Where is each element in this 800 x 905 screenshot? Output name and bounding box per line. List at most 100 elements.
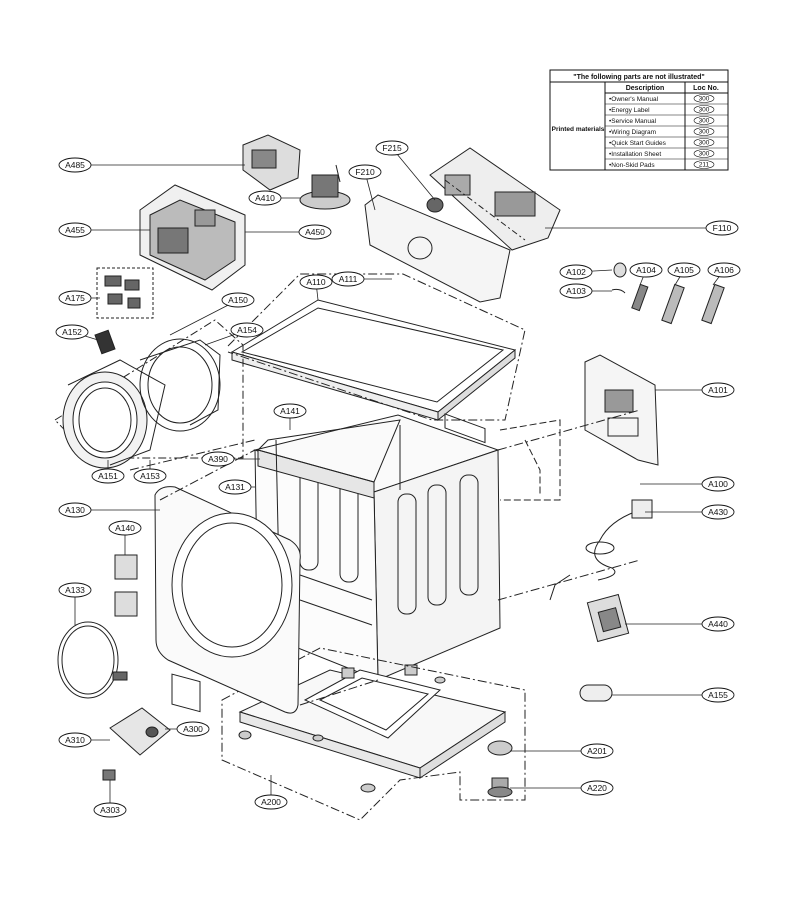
group-label: Printed materials bbox=[552, 126, 605, 133]
callout-a111: A111 bbox=[331, 271, 392, 287]
table-cell-loc: 211 bbox=[699, 162, 710, 169]
callout-a133: A133 bbox=[58, 582, 92, 625]
callout-label: A154 bbox=[237, 325, 257, 335]
callout-bubble bbox=[230, 322, 264, 338]
door-assembly bbox=[54, 319, 244, 469]
callout-bubble bbox=[375, 140, 409, 156]
callout-label: A485 bbox=[65, 160, 85, 170]
callout-a152: A152 bbox=[55, 324, 99, 341]
callout-label: A151 bbox=[98, 471, 118, 481]
callout-a303: A303 bbox=[93, 780, 127, 818]
loc-bubble bbox=[693, 127, 715, 136]
callout-a455: A455 bbox=[58, 222, 150, 238]
callout-label: A410 bbox=[255, 193, 275, 203]
front-panel bbox=[154, 486, 301, 714]
callout-a155: A155 bbox=[612, 687, 735, 703]
callout-leader-line bbox=[169, 299, 239, 336]
callout-a310: A310 bbox=[58, 732, 110, 748]
table-cell-loc: 300 bbox=[699, 151, 710, 158]
callout-bubble bbox=[707, 262, 741, 278]
column-header-loc: Loc No. bbox=[693, 85, 719, 92]
table-row: •Owner's Manual 300 bbox=[605, 94, 728, 105]
callout-bubble bbox=[58, 290, 92, 306]
table-cell-loc: 300 bbox=[699, 107, 710, 114]
callout-a200: A200 bbox=[254, 775, 288, 810]
callout-a104: A104 bbox=[629, 262, 663, 286]
table-cell-description: •Service Manual bbox=[609, 118, 657, 125]
callout-f210: F210 bbox=[348, 164, 382, 211]
callout-a106: A106 bbox=[707, 262, 741, 286]
column-header-description: Description bbox=[626, 85, 665, 92]
callout-label: A455 bbox=[65, 225, 85, 235]
callout-label: A430 bbox=[708, 507, 728, 517]
callout-leader-line bbox=[391, 147, 436, 201]
callout-bubble bbox=[701, 616, 735, 632]
callout-bubble bbox=[93, 802, 127, 818]
table-cell-description: •Owner's Manual bbox=[609, 96, 659, 103]
callout-label: A150 bbox=[228, 295, 248, 305]
callout-bubble bbox=[701, 687, 735, 703]
callout-bubble bbox=[331, 271, 365, 287]
callout-bubble bbox=[299, 274, 333, 290]
callout-label: A450 bbox=[305, 227, 325, 237]
callout-label: A103 bbox=[566, 286, 586, 296]
callout-a410: A410 bbox=[248, 190, 300, 206]
callout-a102: A102 bbox=[559, 264, 613, 280]
callout-label: F210 bbox=[355, 167, 375, 177]
callout-a101: A101 bbox=[655, 382, 735, 398]
callout-a154: A154 bbox=[204, 322, 264, 346]
callout-a201: A201 bbox=[510, 743, 614, 759]
callout-a110: A110 bbox=[299, 274, 333, 301]
callout-a141: A141 bbox=[273, 403, 307, 430]
callout-bubble bbox=[221, 292, 255, 308]
callout-label: A141 bbox=[280, 406, 300, 416]
callout-bubble bbox=[58, 502, 92, 518]
loc-bubble bbox=[693, 138, 715, 147]
table-cell-description: •Wiring Diagram bbox=[609, 129, 656, 136]
callout-label: A104 bbox=[636, 265, 656, 275]
callout-label: A130 bbox=[65, 505, 85, 515]
callout-bubble bbox=[58, 222, 92, 238]
callout-a100: A100 bbox=[640, 476, 735, 492]
callout-bubble bbox=[133, 468, 167, 484]
callout-a390: A390 bbox=[201, 451, 260, 467]
loc-bubble bbox=[693, 149, 715, 158]
callout-a150: A150 bbox=[169, 292, 255, 336]
callout-bubble bbox=[254, 794, 288, 810]
callout-bubble bbox=[580, 780, 614, 796]
callout-a430: A430 bbox=[645, 504, 735, 520]
callout-bubble bbox=[298, 224, 332, 240]
callout-bubble bbox=[248, 190, 282, 206]
loc-bubble bbox=[693, 116, 715, 125]
callout-bubble bbox=[701, 476, 735, 492]
table-title: "The following parts are not illustrated… bbox=[573, 74, 704, 81]
callout-label: A201 bbox=[587, 746, 607, 756]
callout-label: A106 bbox=[714, 265, 734, 275]
callout-bubble bbox=[559, 264, 593, 280]
callout-label: A131 bbox=[225, 482, 245, 492]
callout-bubble bbox=[218, 479, 252, 495]
callout-label: A155 bbox=[708, 690, 728, 700]
callout-label: A100 bbox=[708, 479, 728, 489]
callout-label: F110 bbox=[713, 223, 732, 233]
callout-bubble bbox=[667, 262, 701, 278]
callout-label: A440 bbox=[708, 619, 728, 629]
callout-a130: A130 bbox=[58, 502, 160, 518]
callout-bubble bbox=[91, 468, 125, 484]
table-cell-description: •Quick Start Guides bbox=[609, 140, 667, 147]
callout-label: A111 bbox=[339, 274, 358, 284]
parts-table: "The following parts are not illustrated… bbox=[549, 69, 729, 171]
callout-bubble bbox=[58, 582, 92, 598]
callout-a153: A153 bbox=[133, 460, 167, 484]
callout-a151: A151 bbox=[91, 460, 125, 484]
callout-label: A175 bbox=[65, 293, 85, 303]
callout-bubble bbox=[629, 262, 663, 278]
table-cell-description: •Energy Label bbox=[609, 107, 650, 114]
callout-bubble bbox=[348, 164, 382, 180]
table-cell-loc: 300 bbox=[699, 96, 710, 103]
callout-label: A105 bbox=[674, 265, 694, 275]
